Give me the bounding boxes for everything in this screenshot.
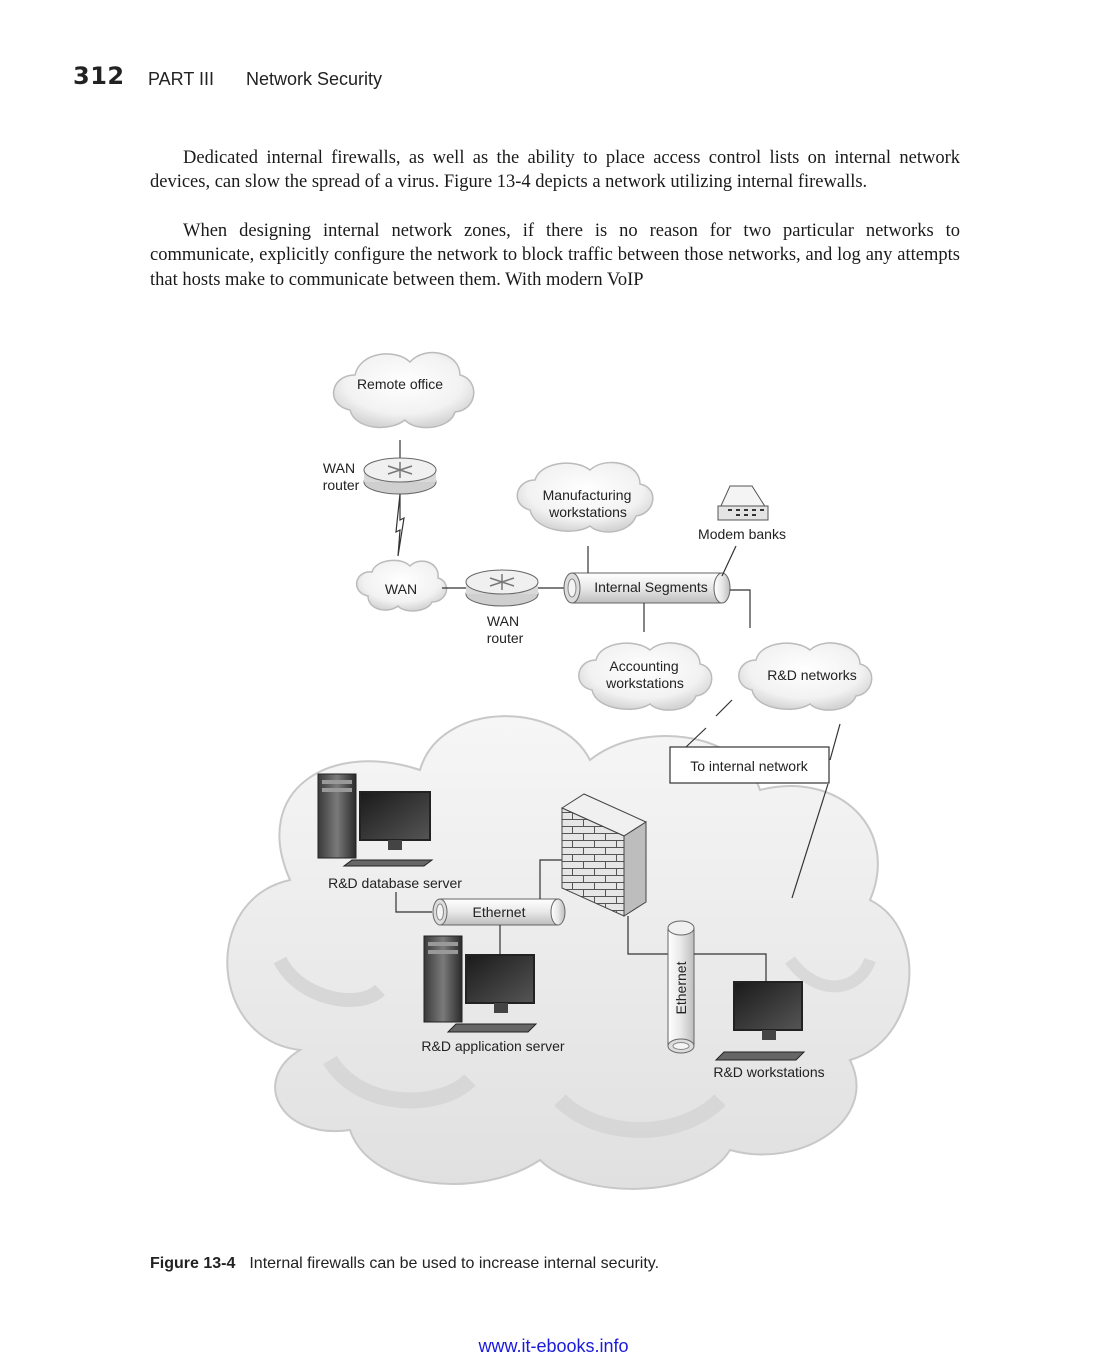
application-server-icon: [423, 935, 538, 1033]
remote-office-cloud: Remote office: [332, 351, 475, 429]
rd-workstations-label: R&D workstations: [713, 1064, 824, 1080]
rd-networks-label: R&D networks: [767, 667, 856, 683]
internal-segments-label: Internal Segments: [594, 579, 708, 595]
figure-caption-text: Internal firewalls can be used to increa…: [249, 1255, 660, 1272]
manufacturing-label-line2: workstations: [548, 504, 627, 520]
wan-router-2-label-line1: WAN: [487, 613, 519, 629]
ethernet-horizontal-label: Ethernet: [473, 904, 526, 920]
figure-caption: Figure 13-4 Internal firewalls can be use…: [150, 1255, 659, 1273]
manufacturing-cloud: Manufacturing workstations: [516, 461, 654, 533]
footer-link[interactable]: www.it-ebooks.info: [478, 1336, 629, 1356]
wan-router-1-icon: [363, 457, 437, 495]
rd-networks-cloud: R&D networks: [738, 642, 873, 711]
ethernet-vertical-pipe: Ethernet: [667, 920, 695, 1054]
modem-bank-icon: [717, 485, 769, 521]
wan-router-2-label-line2: router: [487, 630, 524, 646]
to-internal-network-box: To internal network: [669, 746, 830, 784]
section-title: Network Security: [246, 69, 383, 89]
ethernet-vertical-label: Ethernet: [673, 961, 689, 1014]
wan-cloud: WAN: [356, 559, 448, 612]
wan-router-1-label-line2: router: [323, 477, 360, 493]
part-label: PART III: [148, 69, 215, 89]
remote-office-label: Remote office: [357, 376, 443, 392]
wan-router-1-label-line1: WAN: [323, 460, 355, 476]
manufacturing-label-line1: Manufacturing: [543, 487, 632, 503]
body-paragraph-1: Dedicated internal firewalls, as well as…: [150, 148, 960, 193]
rd-database-server-label: R&D database server: [328, 875, 462, 891]
wan-cloud-label: WAN: [385, 581, 417, 597]
accounting-label-line2: workstations: [605, 675, 684, 691]
database-server-icon: [317, 773, 434, 867]
page-number: 312: [73, 62, 125, 90]
body-paragraph-2: When designing internal network zones, i…: [150, 221, 960, 290]
accounting-label-line1: Accounting: [609, 658, 678, 674]
to-internal-network-label: To internal network: [690, 758, 809, 774]
accounting-cloud: Accounting workstations: [578, 642, 713, 711]
wan-router-2-icon: [465, 569, 539, 607]
figure-caption-label: Figure 13-4: [150, 1255, 236, 1272]
workstation-icon: [714, 981, 806, 1061]
internal-segments-pipe: Internal Segments: [563, 572, 731, 604]
rd-application-server-label: R&D application server: [421, 1038, 565, 1054]
modem-banks-label: Modem banks: [698, 526, 786, 542]
wan-link-bolt: [395, 493, 405, 557]
ethernet-horizontal-pipe: Ethernet: [432, 898, 566, 926]
firewall-icon: [560, 793, 648, 917]
